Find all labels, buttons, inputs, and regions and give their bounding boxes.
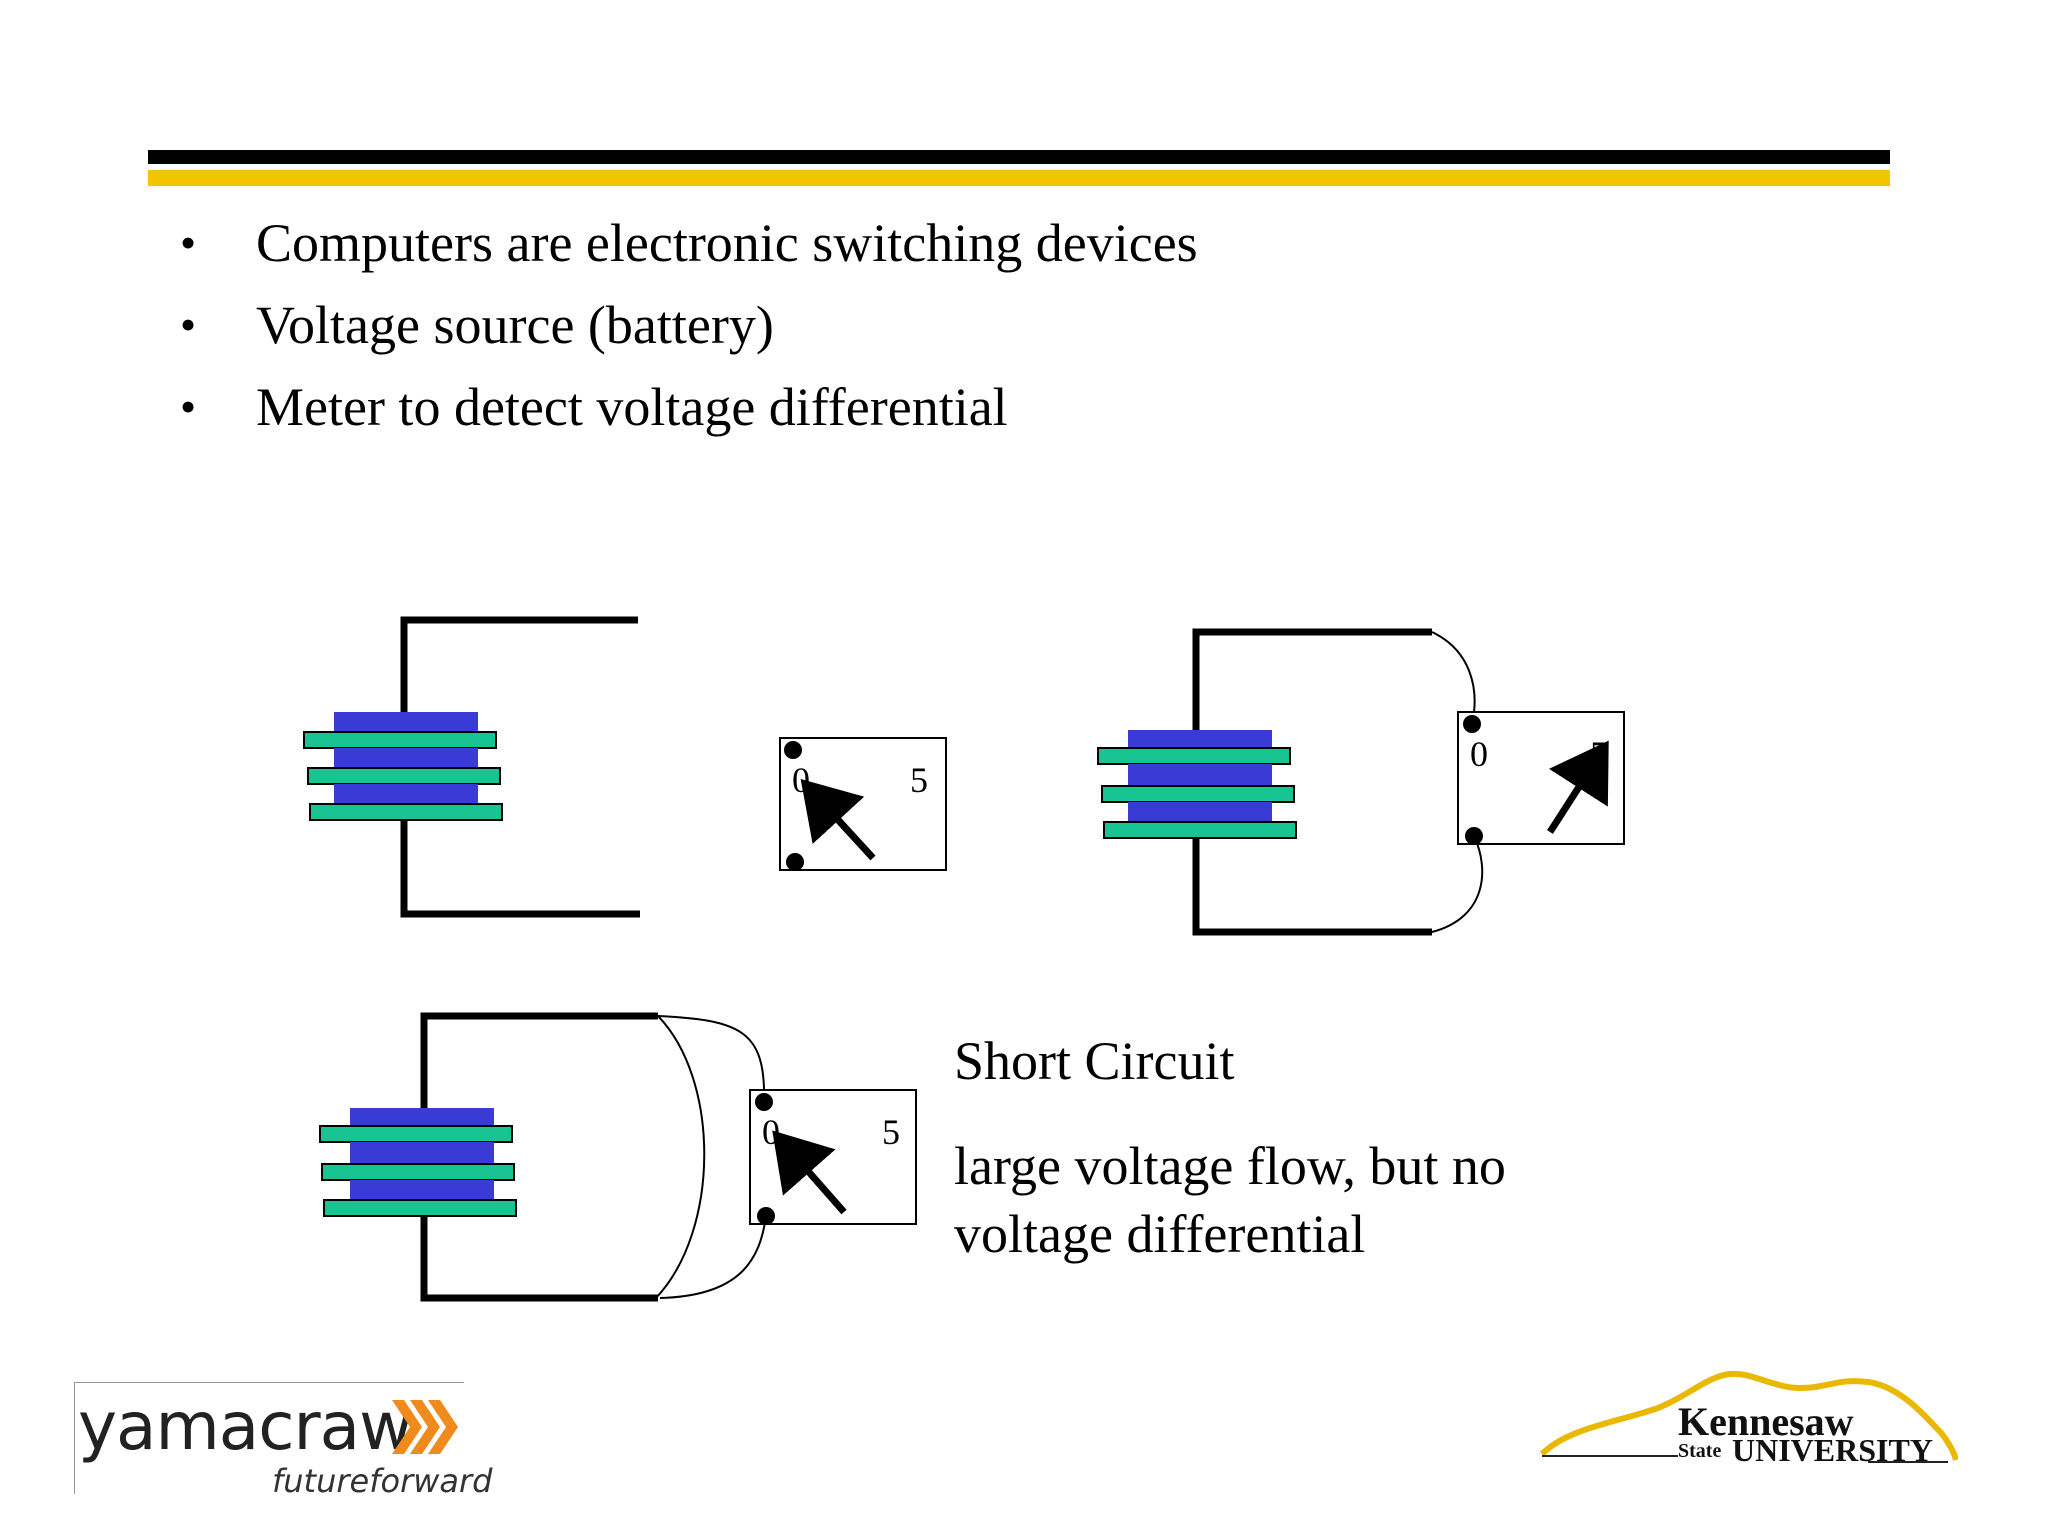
short-circuit-title: Short Circuit [954, 1031, 1235, 1091]
meter-short-low: 0 [762, 1112, 780, 1152]
yamacraw-tagline: futureforward [272, 1462, 493, 1500]
logo-frame-top [74, 1382, 464, 1383]
yamacraw-wordmark: yamacraw [78, 1388, 413, 1465]
meter-connected-low: 0 [1470, 734, 1488, 774]
meter-connected-high: 5 [1590, 734, 1608, 774]
kennesaw-state: State [1678, 1440, 1722, 1462]
battery-open [303, 616, 640, 918]
bullet-dot: • [180, 381, 197, 432]
battery-connected [1097, 628, 1484, 936]
header-bar-gold [148, 170, 1890, 186]
bullet-text: Computers are electronic switching devic… [256, 213, 1198, 273]
yamacraw-logo: yamacraw futureforward [74, 1382, 492, 1500]
meter-short-high: 5 [882, 1112, 900, 1152]
meter-open: 0 5 [779, 737, 947, 871]
short-circuit-description: large voltage flow, but no voltage diffe… [954, 1136, 1506, 1264]
meter-short: 0 5 [749, 1089, 917, 1225]
bullet-dot: • [180, 217, 197, 268]
mountain-outline-icon [1539, 1370, 1958, 1463]
bullet-dot: • [180, 299, 197, 350]
kennesaw-logo: Kennesaw State UNIVERSITY [1538, 1368, 1958, 1478]
kennesaw-wordmark: Kennesaw [1678, 1399, 1854, 1444]
kennesaw-university: UNIVERSITY [1732, 1432, 1933, 1468]
battery-short [319, 1012, 767, 1302]
header-bar-black [148, 150, 1890, 164]
logo-frame-left [74, 1382, 75, 1494]
meter-open-high: 5 [910, 760, 928, 800]
meter-open-low: 0 [792, 760, 810, 800]
chevron-arrows-icon [392, 1400, 458, 1454]
bullet-text: Voltage source (battery) [256, 295, 774, 355]
bullet-text: Meter to detect voltage differential [256, 377, 1008, 437]
meter-connected: 0 5 [1457, 711, 1625, 845]
